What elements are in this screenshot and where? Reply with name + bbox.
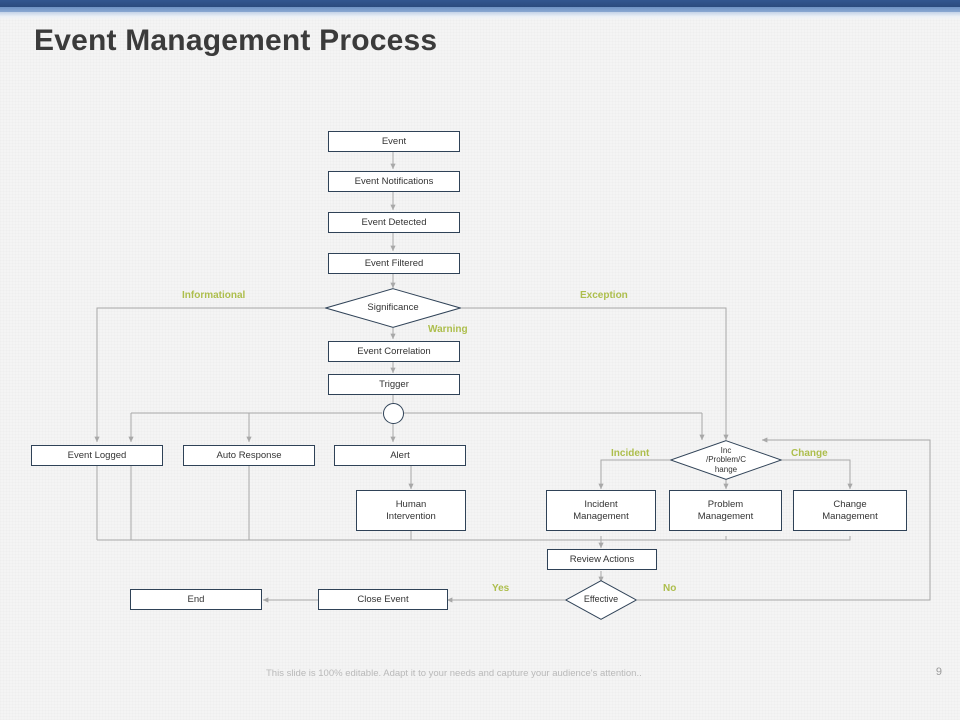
node-change-management[interactable]: Change Management	[793, 490, 907, 531]
edge-label-incident: Incident	[611, 448, 650, 459]
top-accent-bar-fade	[0, 12, 960, 20]
edge-label-no: No	[663, 583, 677, 594]
node-human-intervention[interactable]: Human Intervention	[356, 490, 466, 531]
edge-label-exception: Exception	[580, 290, 628, 301]
junction-connector-circle	[383, 403, 404, 424]
footer-note: This slide is 100% editable. Adapt it to…	[266, 668, 642, 679]
node-event[interactable]: Event	[328, 131, 460, 152]
node-trigger[interactable]: Trigger	[328, 374, 460, 395]
page-number: 9	[935, 666, 942, 678]
edge-label-informational: Informational	[182, 290, 246, 301]
node-end[interactable]: End	[130, 589, 262, 610]
node-alert[interactable]: Alert	[334, 445, 466, 466]
node-close-event[interactable]: Close Event	[318, 589, 448, 610]
node-event-correlation[interactable]: Event Correlation	[328, 341, 460, 362]
node-event-filtered[interactable]: Event Filtered	[328, 253, 460, 274]
decision-significance[interactable]: Significance	[325, 288, 461, 328]
edge-label-warning: Warning	[428, 324, 468, 335]
page-title: Event Management Process	[34, 24, 438, 57]
node-review-actions[interactable]: Review Actions	[547, 549, 657, 570]
decision-effective[interactable]: Effective	[565, 580, 637, 620]
decision-inc-problem-change[interactable]: Inc /Problem/C hange	[670, 440, 782, 480]
node-event-logged[interactable]: Event Logged	[31, 445, 163, 466]
top-accent-bar-secondary	[0, 7, 960, 12]
edge-label-change: Change	[791, 448, 828, 459]
node-incident-management[interactable]: Incident Management	[546, 490, 656, 531]
top-accent-bar	[0, 0, 960, 7]
edge-label-yes: Yes	[492, 583, 510, 594]
node-problem-management[interactable]: Problem Management	[669, 490, 782, 531]
node-event-detected[interactable]: Event Detected	[328, 212, 460, 233]
node-event-notifications[interactable]: Event Notifications	[328, 171, 460, 192]
node-auto-response[interactable]: Auto Response	[183, 445, 315, 466]
